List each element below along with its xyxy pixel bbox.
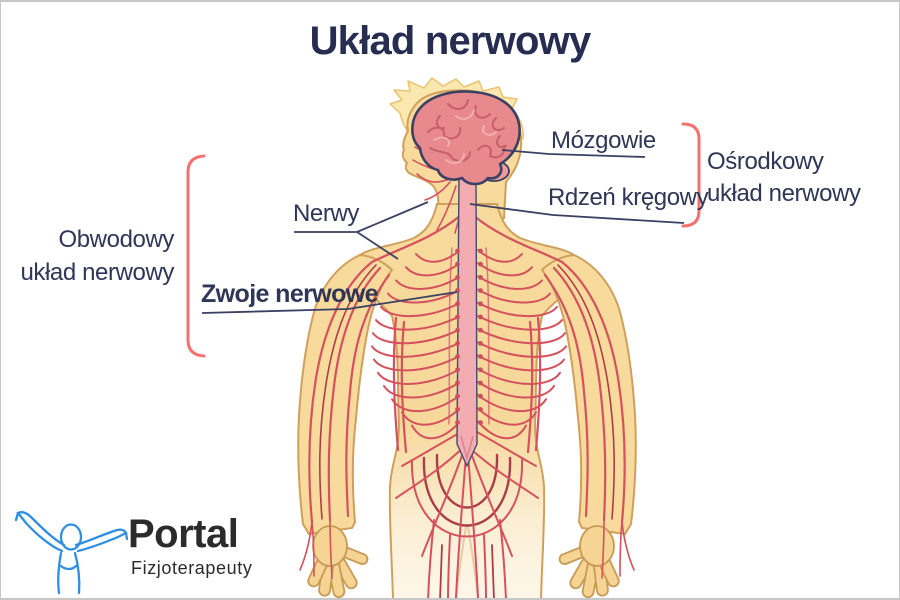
- mozgowie-line: [501, 149, 646, 158]
- rdzen-line: [469, 203, 685, 224]
- label-obwodowy-uklad-nerwowy: Obwodowy układ nerwowy: [8, 223, 174, 289]
- label-lines: [201, 149, 685, 314]
- nerve-ganglia: [455, 248, 483, 425]
- group-brackets: [186, 122, 701, 358]
- osrodkowy-bracket: [681, 122, 701, 228]
- cord-tip-line: [460, 435, 474, 462]
- brain-gyri-highlights: [433, 109, 497, 164]
- lumbar-nerves: [395, 431, 539, 600]
- peripheral-nerves: [299, 146, 636, 600]
- nerwy-line-shoulder: [356, 231, 399, 260]
- label-mozgowie: Mózgowie: [551, 127, 656, 154]
- left-hand: [307, 525, 369, 599]
- label-obwodowy-line1: Obwodowy: [58, 226, 174, 253]
- label-zwoje-nerwowe: Zwoje nerwowe: [201, 280, 379, 308]
- raised-arms-person-icon: [14, 511, 129, 595]
- label-obwodowy-line2: układ nerwowy: [20, 259, 174, 286]
- logo-subtitle: Fizjoterapeuty: [131, 558, 253, 578]
- right-arm: [540, 253, 637, 536]
- label-osrodkowy-uklad-nerwowy: Ośrodkowy układ nerwowy: [707, 146, 861, 210]
- spinal-cord: [456, 171, 478, 467]
- logo-name: Portal: [128, 512, 239, 556]
- page-title: Układ nerwowy: [309, 19, 592, 63]
- label-nerwy: Nerwy: [293, 200, 360, 227]
- right-hand: [558, 525, 620, 599]
- obwodowy-bracket: [186, 154, 206, 358]
- brain-gyri: [427, 99, 507, 162]
- portal-fizjoterapeuty-logo: Portal Fizjoterapeuty: [14, 496, 314, 595]
- brain: [411, 90, 521, 186]
- zwoje-line: [201, 291, 458, 314]
- label-osrodkowy-line1: Ośrodkowy: [707, 148, 824, 175]
- label-osrodkowy-line2: układ nerwowy: [707, 180, 861, 207]
- nerwy-line-neck: [356, 201, 429, 233]
- intercostal-nerves: [371, 249, 567, 440]
- central-nervous-system: [411, 90, 521, 467]
- label-rdzen-kregowy: Rdzeń kręgowy: [548, 184, 709, 211]
